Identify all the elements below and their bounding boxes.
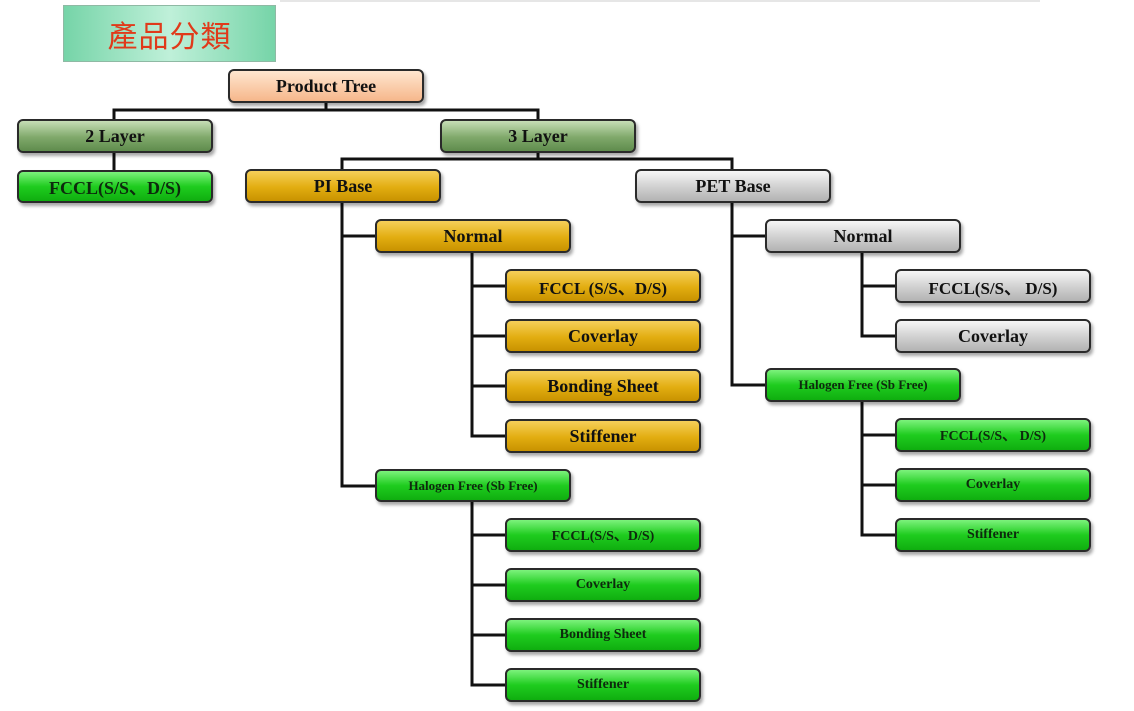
node-product-tree: Product Tree (228, 69, 424, 103)
page-title: 產品分類 (63, 5, 276, 62)
node-pet-normal-fccl: FCCL(S/S、 D/S) (895, 269, 1091, 303)
node-pi-normal-stiffener: Stiffener (505, 419, 701, 453)
node-pi-normal-bonding-sheet: Bonding Sheet (505, 369, 701, 403)
node-pi-normal-fccl: FCCL (S/S、D/S) (505, 269, 701, 303)
node-pet-base: PET Base (635, 169, 831, 203)
node-pi-base: PI Base (245, 169, 441, 203)
node-pet-halogen-free: Halogen Free (Sb Free) (765, 368, 961, 402)
node-pi-halogen-stiffener: Stiffener (505, 668, 701, 702)
node-pi-halogen-bonding-sheet: Bonding Sheet (505, 618, 701, 652)
node-2-layer-fccl: FCCL(S/S、D/S) (17, 170, 213, 203)
node-pet-normal: Normal (765, 219, 961, 253)
node-pi-normal-coverlay: Coverlay (505, 319, 701, 353)
node-pi-halogen-coverlay: Coverlay (505, 568, 701, 602)
node-pet-normal-coverlay: Coverlay (895, 319, 1091, 353)
node-pi-halogen-fccl: FCCL(S/S、D/S) (505, 518, 701, 552)
node-pet-halogen-fccl: FCCL(S/S、 D/S) (895, 418, 1091, 452)
node-pi-normal: Normal (375, 219, 571, 253)
node-pi-halogen-free: Halogen Free (Sb Free) (375, 469, 571, 502)
node-pet-halogen-coverlay: Coverlay (895, 468, 1091, 502)
top-divider (280, 0, 1040, 2)
node-3-layer: 3 Layer (440, 119, 636, 153)
node-2-layer: 2 Layer (17, 119, 213, 153)
node-pet-halogen-stiffener: Stiffener (895, 518, 1091, 552)
